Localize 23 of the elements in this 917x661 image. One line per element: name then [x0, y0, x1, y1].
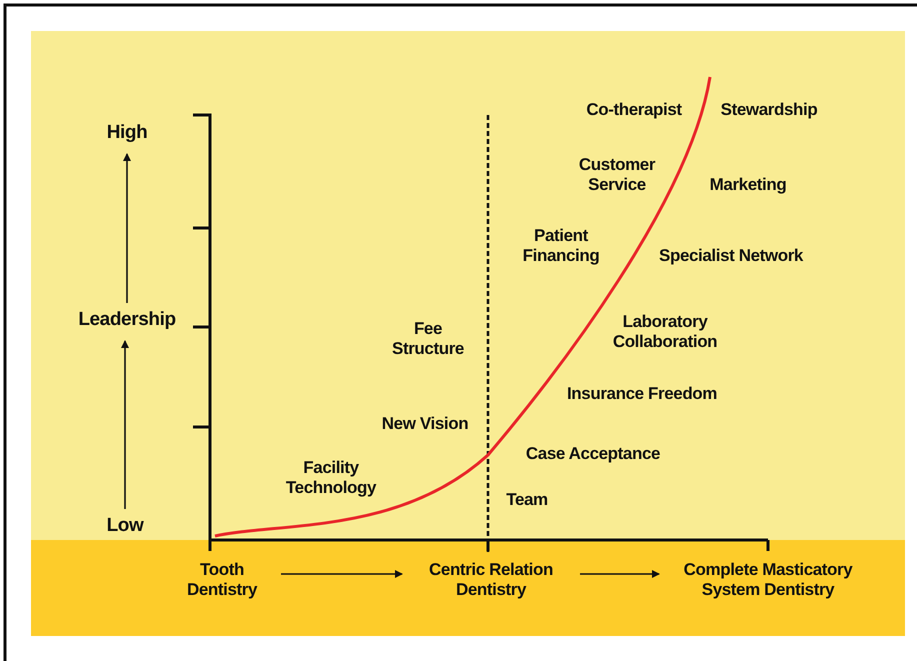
- stage-label: Tooth Dentistry: [177, 560, 267, 600]
- factor-label: Case Acceptance: [524, 444, 662, 464]
- axis-label: High: [87, 122, 167, 144]
- factor-label: Fee Structure: [391, 319, 465, 359]
- factor-label: Team: [505, 490, 549, 510]
- factor-label: Laboratory Collaboration: [612, 312, 718, 352]
- arrow: [121, 340, 129, 509]
- factor-label: Facility Technology: [284, 458, 378, 498]
- factor-label: Specialist Network: [658, 246, 804, 266]
- axis-label: Leadership: [62, 309, 192, 331]
- stage-label: Complete Masticatory System Dentistry: [673, 560, 863, 600]
- factor-label: Stewardship: [720, 100, 818, 120]
- factor-label: New Vision: [380, 414, 470, 434]
- axis-label: Low: [85, 515, 165, 537]
- factor-label: Insurance Freedom: [566, 384, 718, 404]
- arrow: [281, 570, 403, 578]
- arrow: [123, 153, 131, 303]
- stage-label: Centric Relation Dentistry: [416, 560, 566, 600]
- factor-label: Marketing: [708, 175, 788, 195]
- factor-label: Patient Financing: [522, 226, 600, 266]
- factor-label: Co-therapist: [585, 100, 683, 120]
- arrow: [580, 570, 660, 578]
- factor-label: Customer Service: [578, 155, 656, 195]
